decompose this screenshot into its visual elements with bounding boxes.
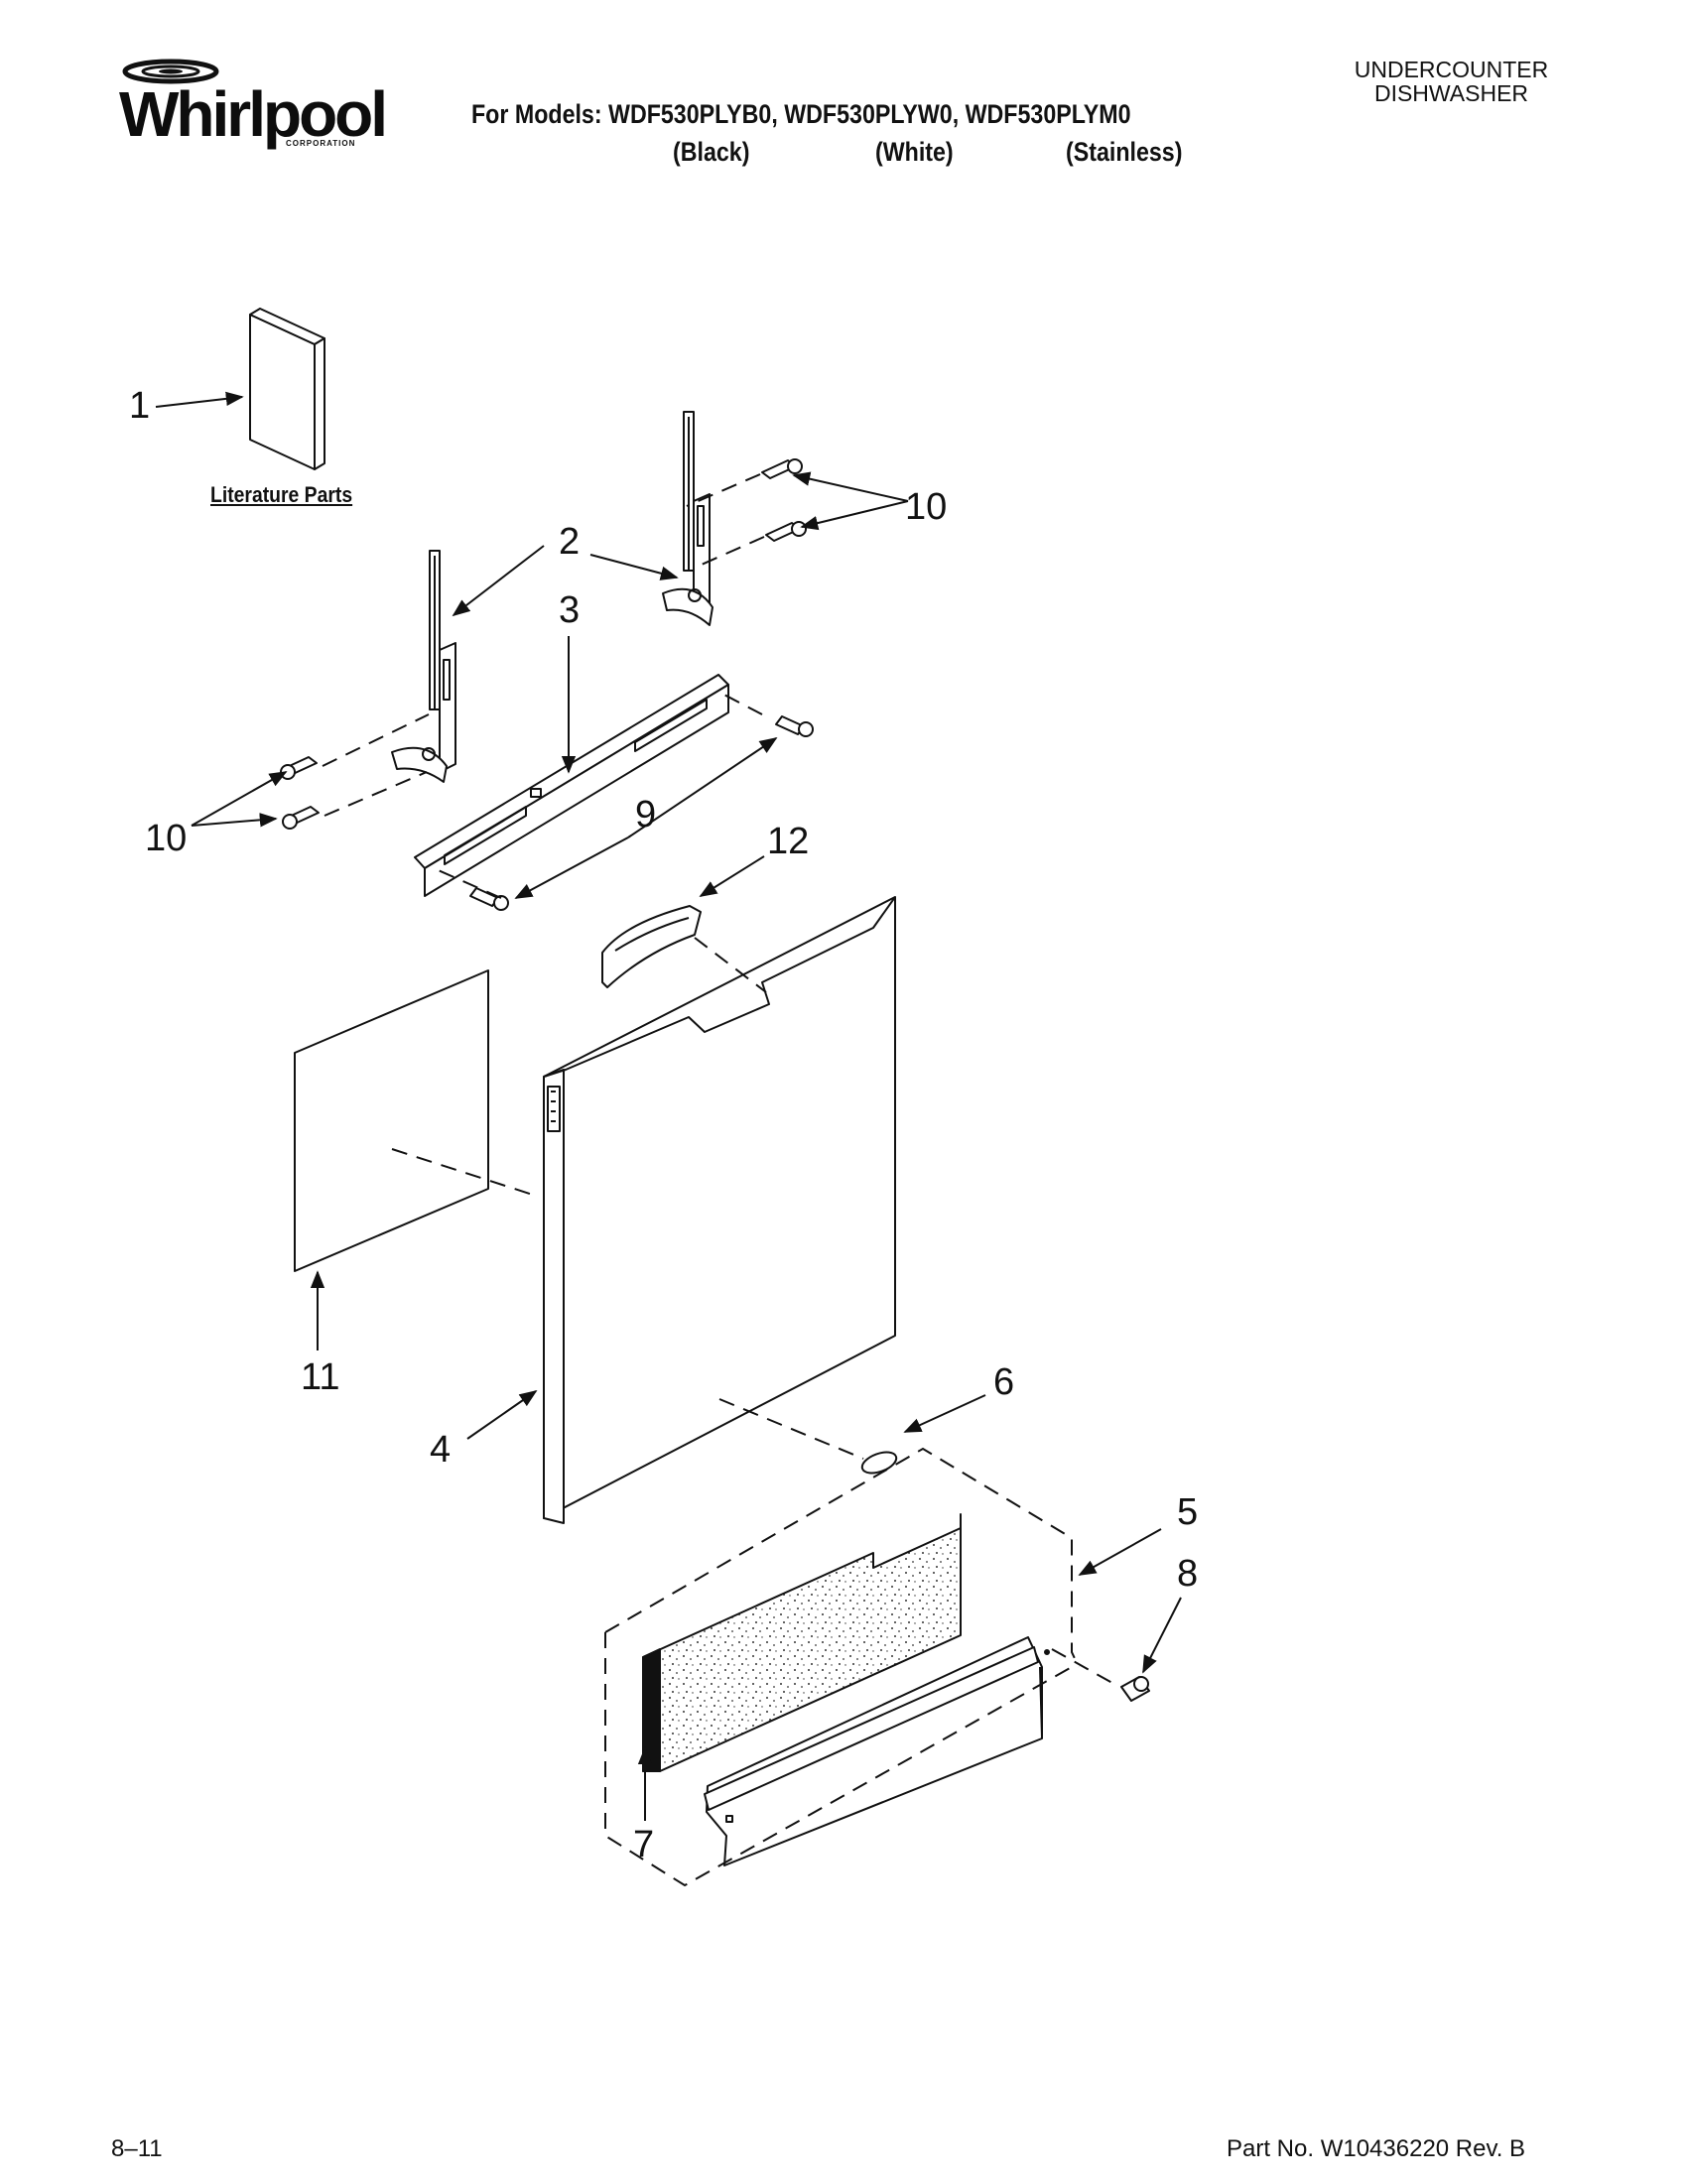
- callout-3: 3: [559, 589, 581, 631]
- callout-10-left: 10: [145, 818, 188, 859]
- hinge-assembly-left: [391, 550, 456, 783]
- assembly-leaders: [322, 473, 1120, 1887]
- hinge-assembly-right: [662, 411, 714, 626]
- panel-screw: [1120, 1676, 1150, 1702]
- callout-12: 12: [767, 821, 810, 862]
- access-panel: [704, 1636, 1050, 1866]
- variant-white: (White): [875, 137, 954, 167]
- logo-swirl-icon: [122, 59, 219, 84]
- print-date: 8–11: [111, 2135, 163, 2162]
- callout-7: 7: [633, 1824, 655, 1865]
- insulation-sheet: [294, 969, 489, 1272]
- brand-name: Whirlpool: [119, 78, 388, 150]
- callout-5: 5: [1177, 1491, 1199, 1533]
- callout-9: 9: [635, 794, 657, 835]
- models-line: For Models: WDF530PLYB0, WDF530PLYW0, WD…: [471, 99, 1131, 129]
- literature-parts-label: Literature Parts: [210, 482, 353, 507]
- brand-corporation: CORPORATION: [286, 139, 356, 148]
- door-handle: [601, 905, 702, 988]
- callout-10-right: 10: [905, 486, 948, 528]
- callout-arrows: [155, 391, 1182, 1821]
- callout-4: 4: [430, 1429, 452, 1471]
- outer-door-panel: [543, 896, 896, 1524]
- callout-2: 2: [559, 521, 581, 563]
- category-line-1: UNDERCOUNTER: [1354, 57, 1549, 82]
- literature-booklet: [249, 308, 325, 470]
- variant-black: (Black): [673, 137, 750, 167]
- category-line-2: DISHWASHER: [1373, 80, 1529, 106]
- whirlpool-logo: Whirlpool CORPORATION: [111, 52, 389, 151]
- callout-1: 1: [129, 385, 151, 427]
- vent-gasket: [860, 1451, 898, 1475]
- callout-11: 11: [301, 1356, 340, 1398]
- screws: [280, 458, 814, 911]
- variant-stainless: (Stainless): [1066, 137, 1183, 167]
- door-bracket: [414, 674, 729, 897]
- part-number: Part No. W10436220 Rev. B: [1227, 2135, 1526, 2162]
- appliance-category: UNDERCOUNTER DISHWASHER: [1350, 58, 1553, 105]
- callout-8: 8: [1177, 1553, 1199, 1595]
- callout-6: 6: [993, 1361, 1015, 1403]
